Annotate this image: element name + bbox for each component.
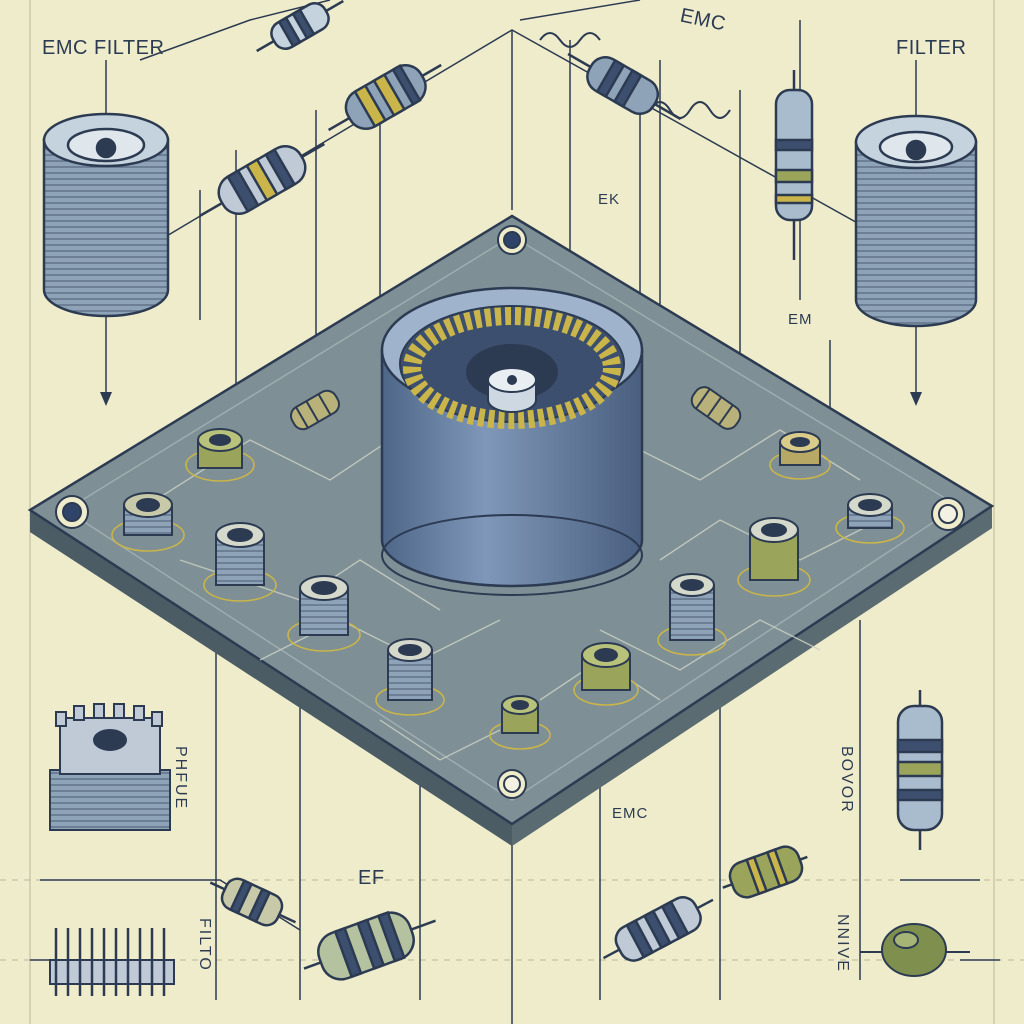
label-ek: EK (598, 191, 621, 208)
label-emc-filter: EMC FILTER (42, 37, 165, 59)
resistor-icon (199, 0, 944, 981)
cylindrical-capacitor-icon (42, 112, 170, 318)
cylindrical-capacitor-icon-right (854, 114, 978, 328)
label-ef: EF (358, 867, 385, 889)
label-vertical-right-lower: NNIVE (834, 914, 851, 973)
label-filter: FILTER (896, 37, 967, 59)
label-vertical-right-upper: BOVOR (838, 746, 855, 814)
arrow-markers (100, 392, 922, 406)
label-vertical-left-upper: PHFUE (172, 746, 189, 811)
board-resistors (290, 386, 742, 431)
label-em: EM (788, 311, 813, 328)
label-emc-lower: EMC (612, 805, 649, 822)
board-capacitors (111, 428, 905, 750)
gear-icon (49, 703, 171, 831)
ferrite-bead-icon (860, 923, 970, 977)
label-vertical-left-lower: FILTO (196, 918, 213, 972)
heatsink-icon (49, 928, 175, 996)
toroidal-inductor-icon (380, 286, 644, 596)
spring-coil-icon (539, 32, 731, 119)
